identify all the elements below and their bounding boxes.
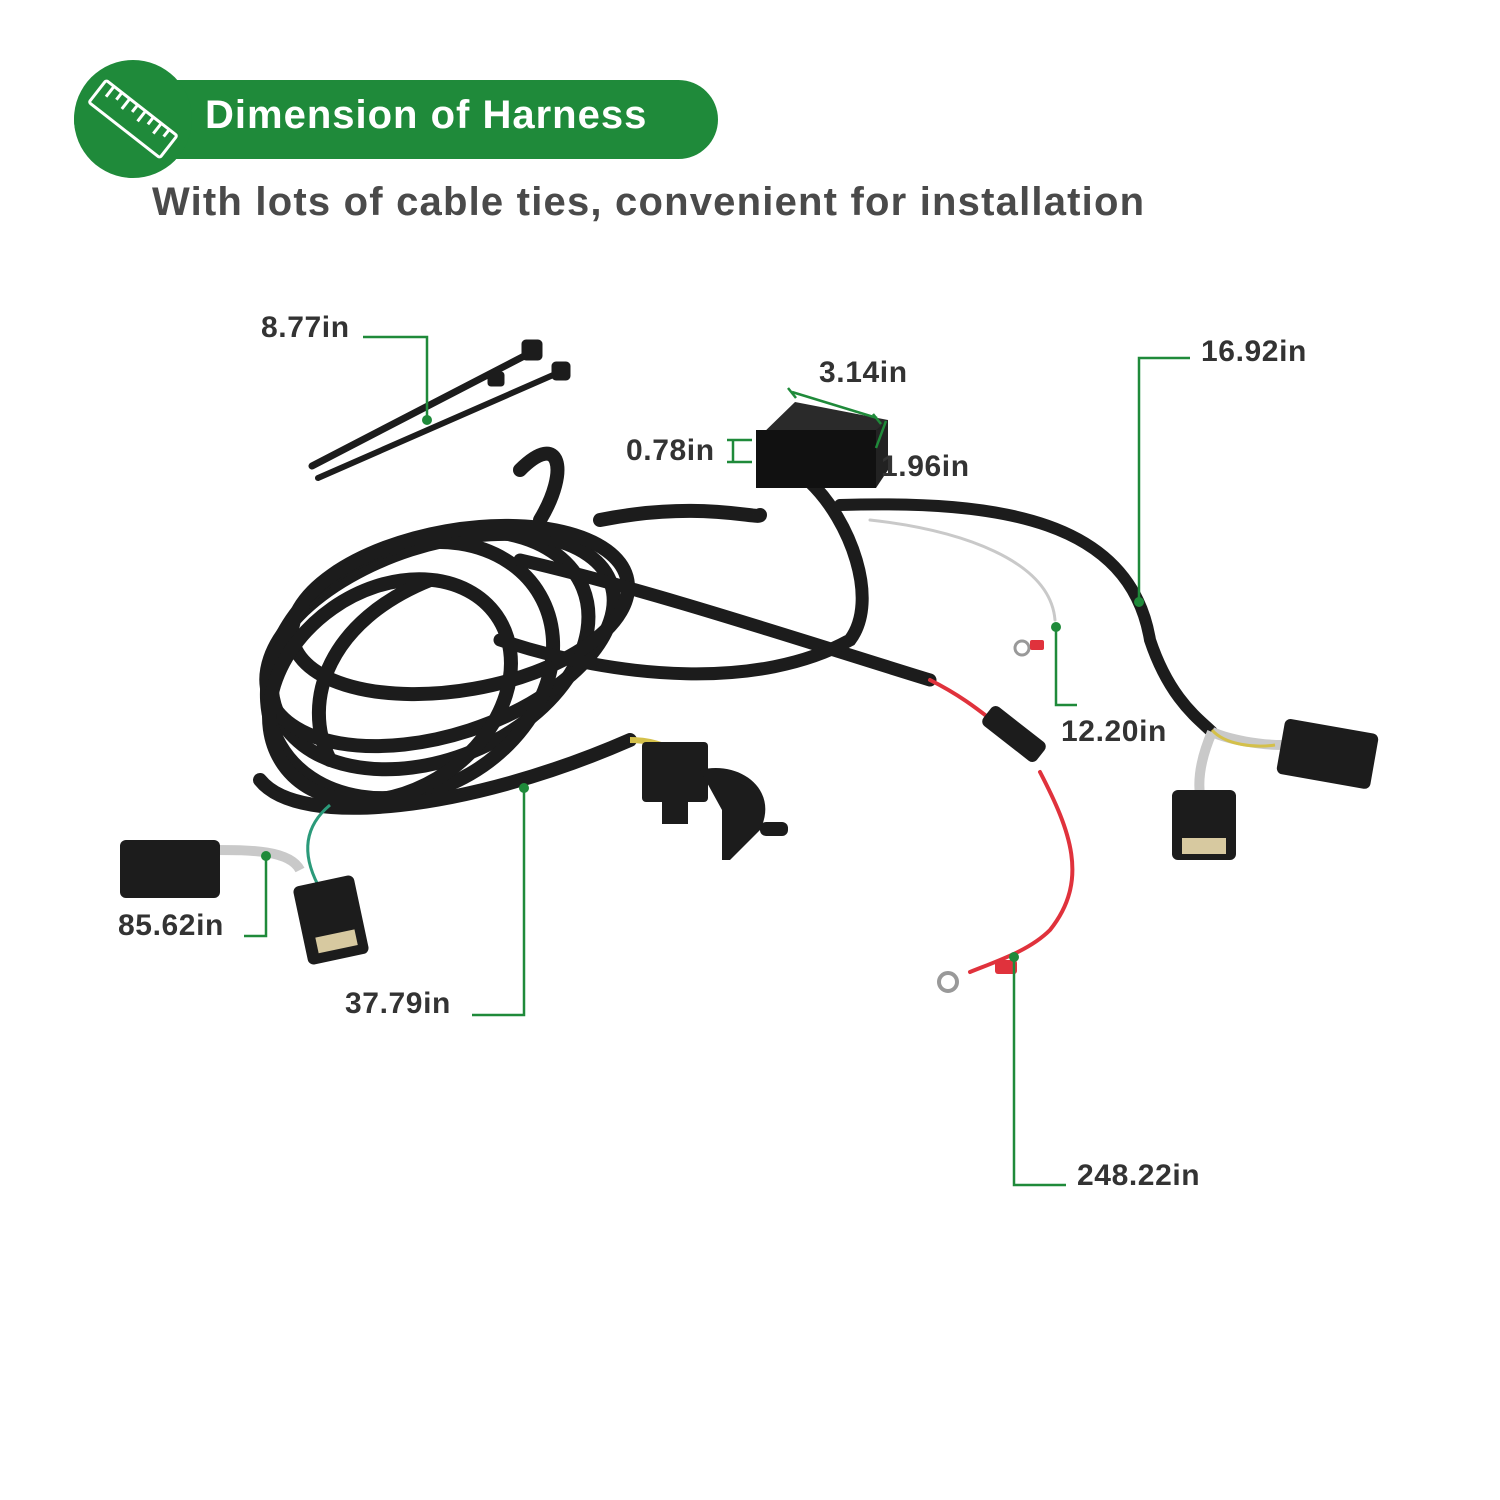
trailer-plug bbox=[629, 737, 788, 860]
right-connectors bbox=[1172, 719, 1379, 860]
left-connectors bbox=[120, 803, 369, 965]
right-harness bbox=[493, 475, 1218, 738]
page-subtitle: With lots of cable ties, convenient for … bbox=[152, 180, 1146, 224]
power-wire-length: 248.22in bbox=[1077, 1159, 1201, 1192]
module-depth: 1.96in bbox=[881, 450, 970, 483]
ruler-icon bbox=[88, 79, 178, 159]
module-height: 0.78in bbox=[626, 434, 715, 467]
trailer-plug-length: 37.79in bbox=[345, 987, 451, 1020]
title-badge bbox=[74, 60, 192, 178]
power-wire bbox=[928, 639, 1075, 993]
module-width: 3.14in bbox=[819, 356, 908, 389]
control-module bbox=[756, 402, 888, 488]
left-connector-length: 85.62in bbox=[118, 909, 224, 942]
leader-lines bbox=[244, 335, 1190, 1187]
leader-dots bbox=[261, 415, 1144, 962]
ground-wire-length: 12.20in bbox=[1061, 715, 1167, 748]
page-title: Dimension of Harness bbox=[205, 93, 648, 137]
coiled-harness bbox=[253, 446, 767, 815]
cable-ties bbox=[308, 339, 571, 481]
cable-tie-length: 8.77in bbox=[261, 311, 350, 344]
right-harness-length: 16.92in bbox=[1201, 335, 1307, 368]
